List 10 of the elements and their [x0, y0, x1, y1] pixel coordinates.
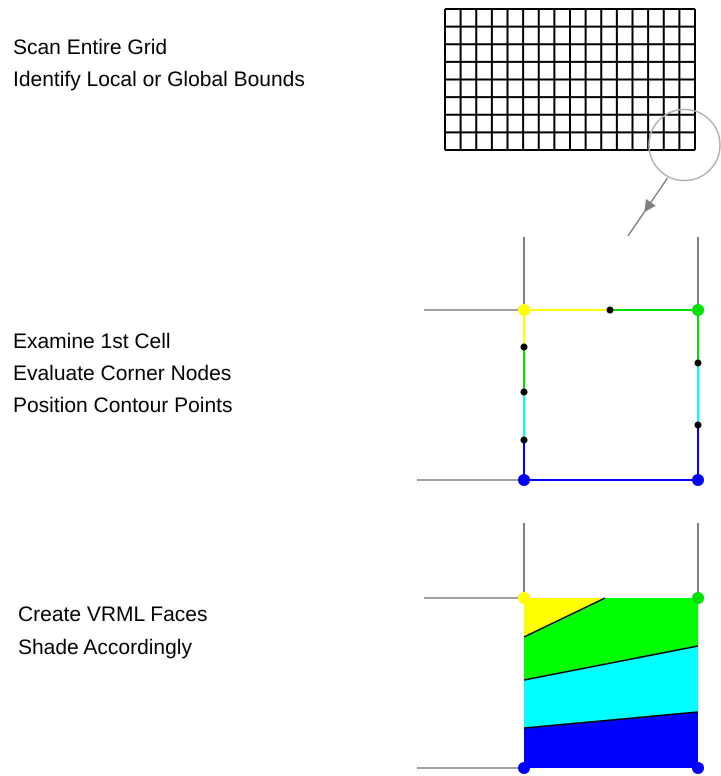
step-text: Identify Local or Global Bounds: [13, 68, 305, 92]
step-text: Shade Accordingly: [18, 636, 192, 660]
step-text: Create VRML Faces: [18, 603, 208, 627]
step-text: Position Contour Points: [13, 394, 232, 418]
step-text: Scan Entire Grid: [13, 36, 168, 60]
step-text: Examine 1st Cell: [13, 330, 171, 354]
step-text: Evaluate Corner Nodes: [13, 362, 232, 386]
magnifier-circle: [648, 108, 721, 182]
cell-contour-drawing: [416, 236, 706, 488]
arrow: [627, 178, 668, 236]
